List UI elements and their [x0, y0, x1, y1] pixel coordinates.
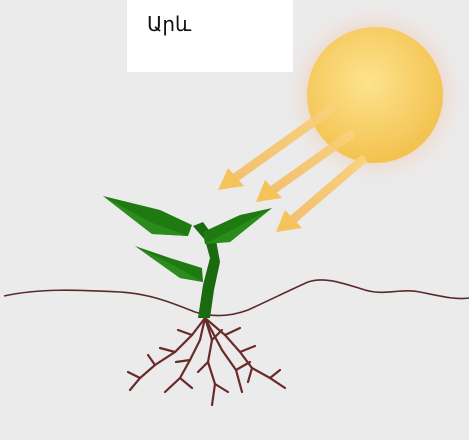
- leaf-upper-right: [203, 208, 272, 244]
- plant: [103, 196, 272, 318]
- sun-disc: [307, 27, 443, 163]
- label-box: Արև: [127, 0, 293, 72]
- sun-label: Արև: [147, 12, 191, 36]
- ground-line: [4, 280, 469, 316]
- leaf-lower-left-highlight: [135, 246, 203, 282]
- roots: [128, 318, 285, 405]
